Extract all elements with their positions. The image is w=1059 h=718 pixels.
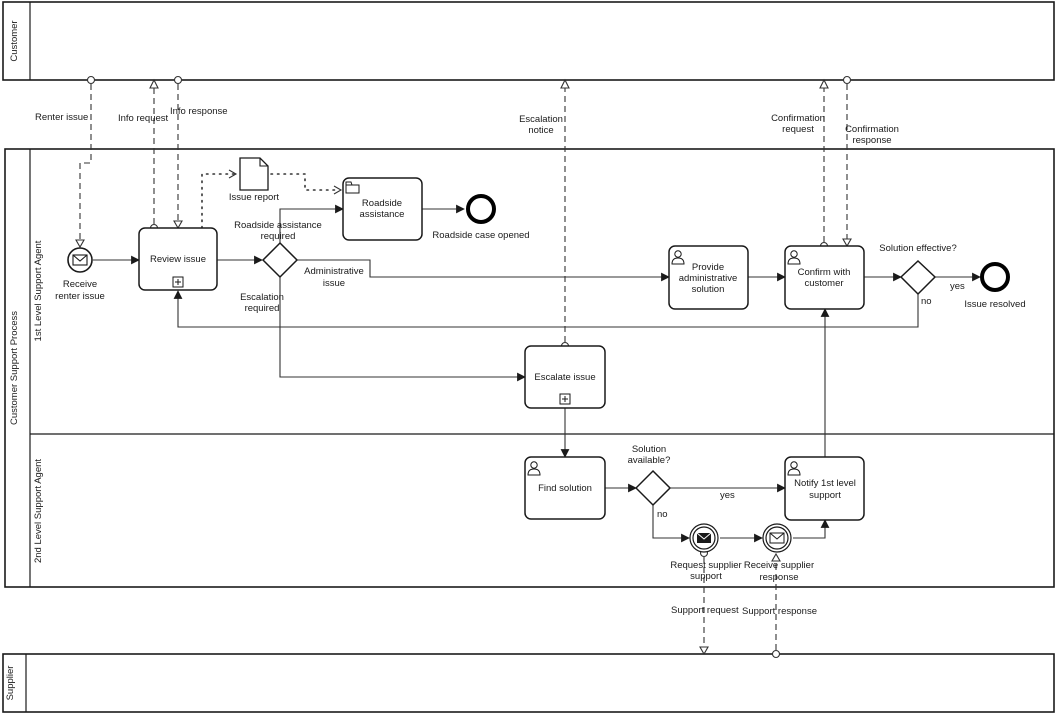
message-flow-info-response[interactable]	[173, 75, 183, 230]
label-receive-renter-issue-1: Receive	[63, 279, 97, 290]
data-associations	[201, 169, 343, 229]
label-provide-admin-2: administrative	[679, 273, 738, 284]
label-confirm-2: customer	[804, 278, 843, 289]
label-request-supplier-2: support	[690, 571, 722, 582]
user-icon	[671, 250, 685, 265]
label-support-response: Support response	[742, 606, 817, 617]
label-provide-admin-3: solution	[692, 284, 725, 295]
flow-no-to-review[interactable]	[173, 290, 919, 328]
label-roadside-assistance-2: assistance	[360, 209, 405, 220]
end-event-roadside-case-opened[interactable]: Roadside case opened	[432, 194, 530, 241]
lane-first-level[interactable]: 1st Level Support Agent	[33, 240, 44, 341]
pool-supplier-label: Supplier	[5, 666, 16, 701]
label-roadside-assistance-1: Roadside	[362, 198, 402, 209]
folder-icon	[345, 181, 360, 194]
label-find-solution: Find solution	[538, 483, 592, 494]
gateway-solution-effective[interactable]	[899, 259, 937, 296]
data-object-issue-report[interactable]: Issue report	[229, 157, 280, 203]
label-notify-2: support	[809, 490, 841, 501]
label-info-request: Info request	[118, 113, 169, 124]
label-confirmation-response-2: response	[852, 135, 891, 146]
pool-process-label: Customer Support Process	[9, 311, 20, 425]
label-escalate-issue: Escalate issue	[534, 372, 595, 383]
flow-gateway-to-roadside[interactable]	[279, 204, 344, 244]
label-solution-available-2: available?	[628, 455, 671, 466]
gateway-issue-type[interactable]	[261, 241, 299, 279]
envelope-icon	[72, 254, 88, 266]
intermediate-event-receive-supplier-response[interactable]: Receive supplier response	[744, 523, 814, 583]
label-request-supplier-1: Request supplier	[670, 560, 741, 571]
label-confirmation-response-1: Confirmation	[845, 124, 899, 135]
label-receive-supplier-1: Receive supplier	[744, 560, 814, 571]
label-escalation-required-1: Escalation	[240, 292, 284, 303]
message-flow-labels: Renter issue Info request Info response …	[35, 106, 899, 617]
label-escalation-notice-1: Escalation	[519, 114, 563, 125]
user-icon	[527, 461, 541, 476]
label-receive-renter-issue-2: renter issue	[55, 291, 105, 302]
document-icon	[239, 157, 269, 191]
pool-supplier[interactable]: Supplier	[2, 653, 1055, 713]
label-solution-available-yes: yes	[720, 490, 735, 501]
user-icon	[787, 250, 801, 265]
label-solution-effective: Solution effective?	[879, 243, 956, 254]
label-notify-1: Notify 1st level	[794, 478, 856, 489]
lane-second-level[interactable]: 2nd Level Support Agent	[33, 459, 44, 563]
subprocess-expand-icon[interactable]	[172, 276, 184, 288]
intermediate-event-request-supplier-support[interactable]: Request supplier support	[670, 523, 742, 582]
label-info-response: Info response	[170, 106, 228, 117]
task-notify-first-level-support[interactable]: Notify 1st level support	[784, 456, 865, 521]
label-escalation-notice-2: notice	[528, 125, 553, 136]
label-solution-available-no: no	[657, 509, 668, 520]
message-flow-renter-issue[interactable]	[75, 75, 96, 249]
task-escalate-issue[interactable]: Escalate issue	[524, 345, 606, 409]
label-roadside-required-2: required	[261, 231, 296, 242]
message-flow-support-response[interactable]	[771, 552, 781, 659]
label-provide-admin-1: Provide	[692, 262, 724, 273]
message-flow-confirmation-response[interactable]	[842, 75, 852, 248]
sequence-flows	[93, 204, 981, 543]
label-renter-issue: Renter issue	[35, 112, 88, 123]
gateway-solution-available[interactable]	[634, 469, 672, 507]
task-confirm-with-customer[interactable]: Confirm with customer	[784, 245, 865, 310]
label-confirmation-request-2: request	[782, 124, 814, 135]
label-issue-report: Issue report	[229, 192, 280, 203]
task-roadside-assistance[interactable]: Roadside assistance	[342, 177, 423, 241]
label-roadside-case-opened: Roadside case opened	[432, 230, 529, 241]
end-event-issue-resolved[interactable]: Issue resolved	[964, 262, 1026, 310]
pool-customer-label: Customer	[9, 20, 20, 61]
label-confirmation-request-1: Confirmation	[771, 113, 825, 124]
lane-second-level-label: 2nd Level Support Agent	[33, 459, 44, 563]
user-icon	[787, 461, 801, 476]
label-solution-effective-no: no	[921, 296, 932, 307]
label-receive-supplier-2: response	[759, 572, 798, 583]
flow-gateway-to-escalate[interactable]	[279, 276, 526, 382]
flow-no-to-request[interactable]	[652, 504, 690, 543]
label-review-issue: Review issue	[150, 254, 206, 265]
envelope-filled-icon	[696, 532, 712, 543]
label-issue-resolved: Issue resolved	[964, 299, 1025, 310]
task-provide-administrative-solution[interactable]: Provide administrative solution	[668, 245, 749, 310]
start-event-receive-renter-issue[interactable]: Receive renter issue	[55, 247, 105, 302]
lane-first-level-label: 1st Level Support Agent	[33, 240, 44, 341]
flow-receive-to-notify[interactable]	[793, 519, 830, 539]
envelope-icon	[769, 532, 785, 544]
subprocess-expand-icon[interactable]	[559, 393, 571, 405]
label-support-request: Support request	[671, 605, 739, 616]
label-solution-effective-yes: yes	[950, 281, 965, 292]
task-review-issue[interactable]: Review issue	[138, 227, 218, 291]
flow-gateway-to-admin[interactable]	[296, 259, 670, 282]
pool-customer[interactable]: Customer	[2, 1, 1055, 81]
label-administrative-issue-2: issue	[323, 278, 345, 289]
label-roadside-required-1: Roadside assistance	[234, 220, 322, 231]
task-find-solution[interactable]: Find solution	[524, 456, 606, 520]
label-administrative-issue-1: Administrative	[304, 266, 364, 277]
label-escalation-required-2: required	[245, 303, 280, 314]
label-solution-available-1: Solution	[632, 444, 666, 455]
label-confirm-1: Confirm with	[798, 267, 851, 278]
